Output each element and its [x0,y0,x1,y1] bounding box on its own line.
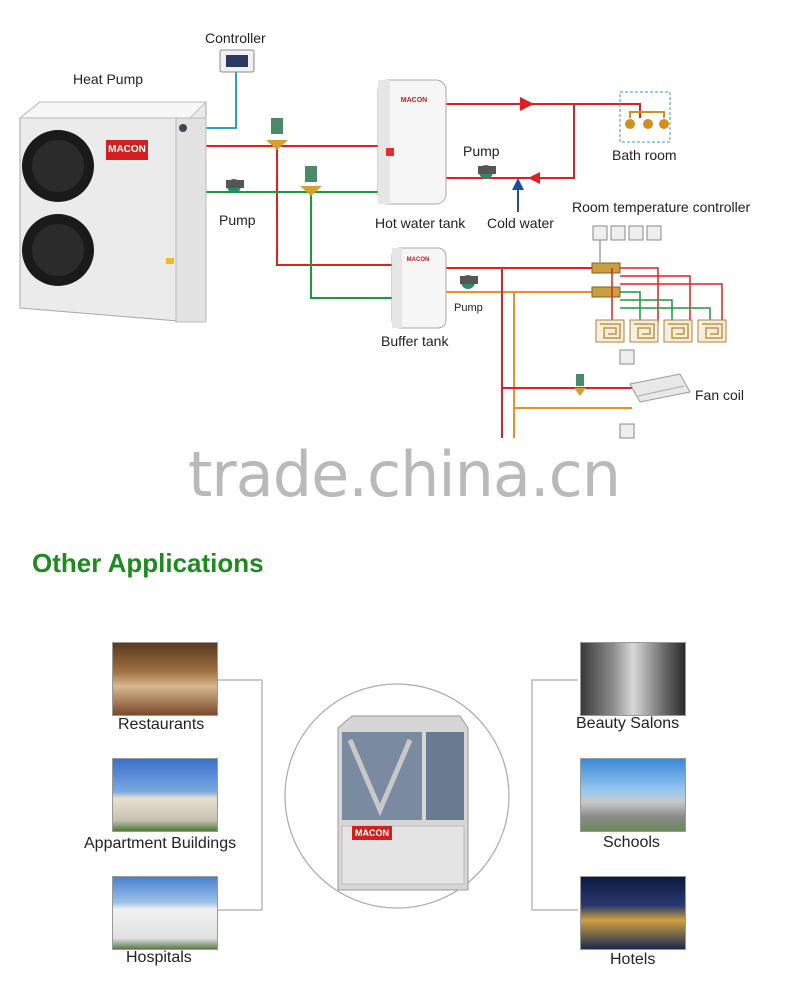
apartment-buildings-label: Appartment Buildings [84,835,237,852]
controller-device [219,49,255,73]
manifold-bottom [591,286,621,298]
controller-label: Controller [205,30,266,46]
bath-room-box [619,91,671,143]
left-connector [218,679,263,911]
restaurants-photo [112,642,218,716]
pump-left [226,179,244,193]
valve-2 [300,166,322,196]
pump-left-label: Pump [219,212,256,228]
commercial-unit-brand-logo: MACON [352,826,392,840]
loop-green-1 [620,291,641,322]
cold-water-arrow [512,178,524,190]
manifold-top [591,262,621,274]
beauty-salons-photo [580,642,686,716]
apartment-buildings-photo [112,758,218,832]
room-temp-controller-label: Room temperature controller [572,199,751,215]
floor-coil-1 [595,319,625,343]
loop-green-3 [620,307,711,322]
flow-arrow [520,97,534,111]
valve-3 [574,374,586,396]
loop-red-2 [620,267,659,322]
fan-coil-unit [629,373,691,403]
right-connector [531,679,578,911]
fan-coil-thermostat-2 [619,423,635,439]
loop-green-2 [620,299,673,322]
buffer-tank-brand-logo: MACON [406,257,430,263]
thermostat-2 [610,225,626,241]
fan-coil-thermostat-1 [619,349,635,365]
applications-connectors [218,679,578,911]
thermostat-1 [592,225,608,241]
beauty-salons-label: Beauty Salons [576,715,680,732]
controller-wire [206,72,237,129]
valve-1 [266,118,288,150]
thermostat-4 [646,225,662,241]
pump-buffer [460,275,478,289]
recirc-arrow [528,172,540,184]
restaurants-label: Restaurants [118,716,205,733]
hot-water-tank-label: Hot water tank [375,215,466,231]
hospitals-label: Hospitals [126,949,192,966]
commercial-heat-pump [337,715,469,891]
buffer-return-pipe [310,192,392,299]
floor-coil-4 [697,319,727,343]
heat-pump-brand-logo: MACON [106,140,148,160]
heat-pump-label: Heat Pump [73,71,144,87]
buffer-supply-pipe [276,146,392,266]
pump-buffer-label: Pump [454,302,483,314]
thermostat-3 [628,225,644,241]
watermark: trade.china.cn [188,438,621,511]
schools-photo [580,758,686,832]
buffer-tank-label: Buffer tank [381,333,449,349]
pump-top [478,165,496,179]
pump-top-label: Pump [463,143,500,159]
other-applications-title: Other Applications [32,548,264,578]
loop-red-4 [620,283,723,322]
floor-coil-3 [663,319,693,343]
buffer-tank [391,247,447,329]
hot-water-tank-brand-logo: MACON [400,97,428,104]
heat-pump-unit [18,101,208,323]
cold-water-label: Cold water [487,215,554,231]
schools-label: Schools [603,834,660,851]
recirc-pipe [446,104,575,179]
system-diagram [18,49,727,439]
shower-heads [625,111,669,129]
fan-coil-label: Fan coil [695,387,745,403]
floor-coil-2 [629,319,659,343]
loop-red-3 [620,275,691,322]
hospitals-photo [112,876,218,950]
bath-supply-pipe [446,103,641,118]
hot-water-tank [377,79,447,205]
bath-room-label: Bath room [612,147,677,163]
hotels-photo [580,876,686,950]
hotels-label: Hotels [610,951,656,968]
